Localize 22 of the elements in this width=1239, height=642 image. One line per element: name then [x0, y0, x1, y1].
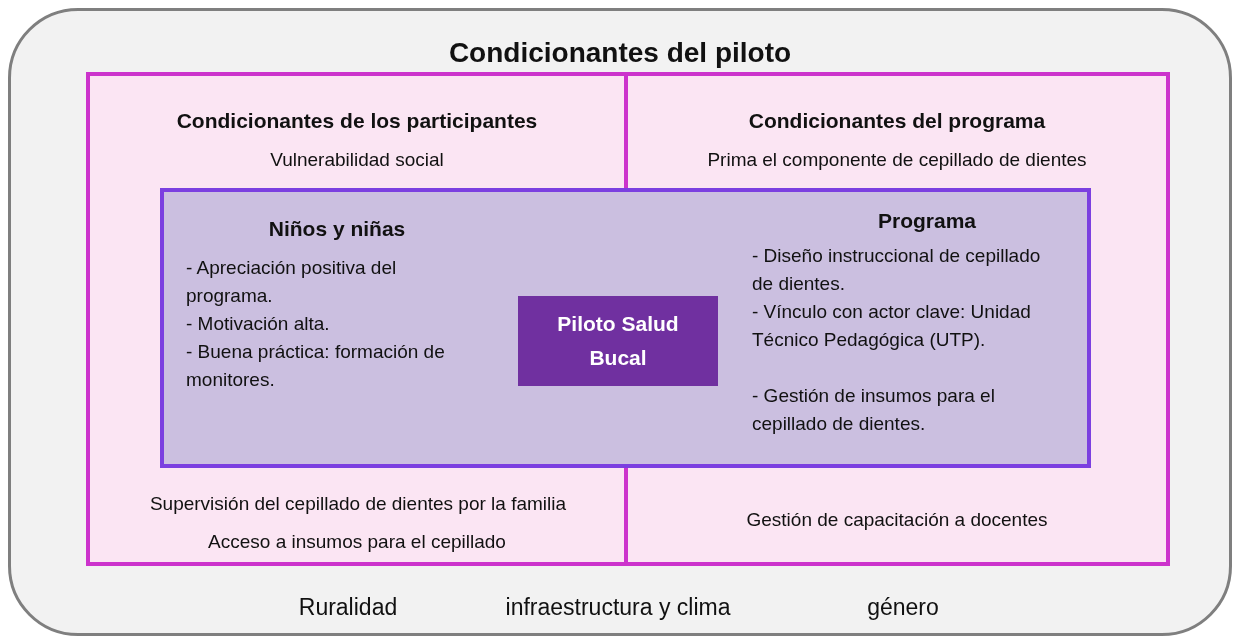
bullet-item: - Vínculo con actor clave: Unidad Técnico Pedagógica (UTP).: [752, 300, 1032, 352]
condition-text: Supervisión del cepillado de dientes por la familia: [148, 492, 568, 516]
bullet-item: - Motivación alta.: [186, 312, 331, 336]
condition-text: Vulnerabilidad social: [269, 148, 445, 172]
outer-frame: [8, 8, 1232, 636]
frame-heading: Condicionantes del piloto: [447, 36, 793, 70]
condition-text: Prima el componente de cepillado de dientes: [706, 148, 1088, 172]
bullet-item: - Buena práctica: formación de monitores.: [186, 340, 446, 392]
factor-text: género: [866, 593, 940, 622]
bullet-item: - Diseño instruccional de cepillado de dientes.: [752, 244, 1042, 296]
section-heading: Condicionantes de los participantes: [175, 108, 539, 134]
section-heading: Niños y niñas: [267, 216, 407, 242]
center-box: [518, 296, 718, 386]
factor-text: infraestructura y clima: [504, 593, 732, 622]
section-heading: Programa: [876, 208, 977, 234]
section-heading: Condicionantes del programa: [747, 108, 1047, 134]
bullet-item: - Apreciación positiva del programa.: [186, 256, 398, 308]
condition-text: Acceso a insumos para el cepillado: [207, 530, 507, 554]
bullet-item: - Gestión de insumos para el cepillado de dientes.: [752, 384, 996, 436]
factor-text: Ruralidad: [297, 593, 399, 622]
condition-text: Gestión de capacitación a docentes: [745, 508, 1049, 532]
center-label: Piloto Salud Bucal: [556, 311, 680, 371]
